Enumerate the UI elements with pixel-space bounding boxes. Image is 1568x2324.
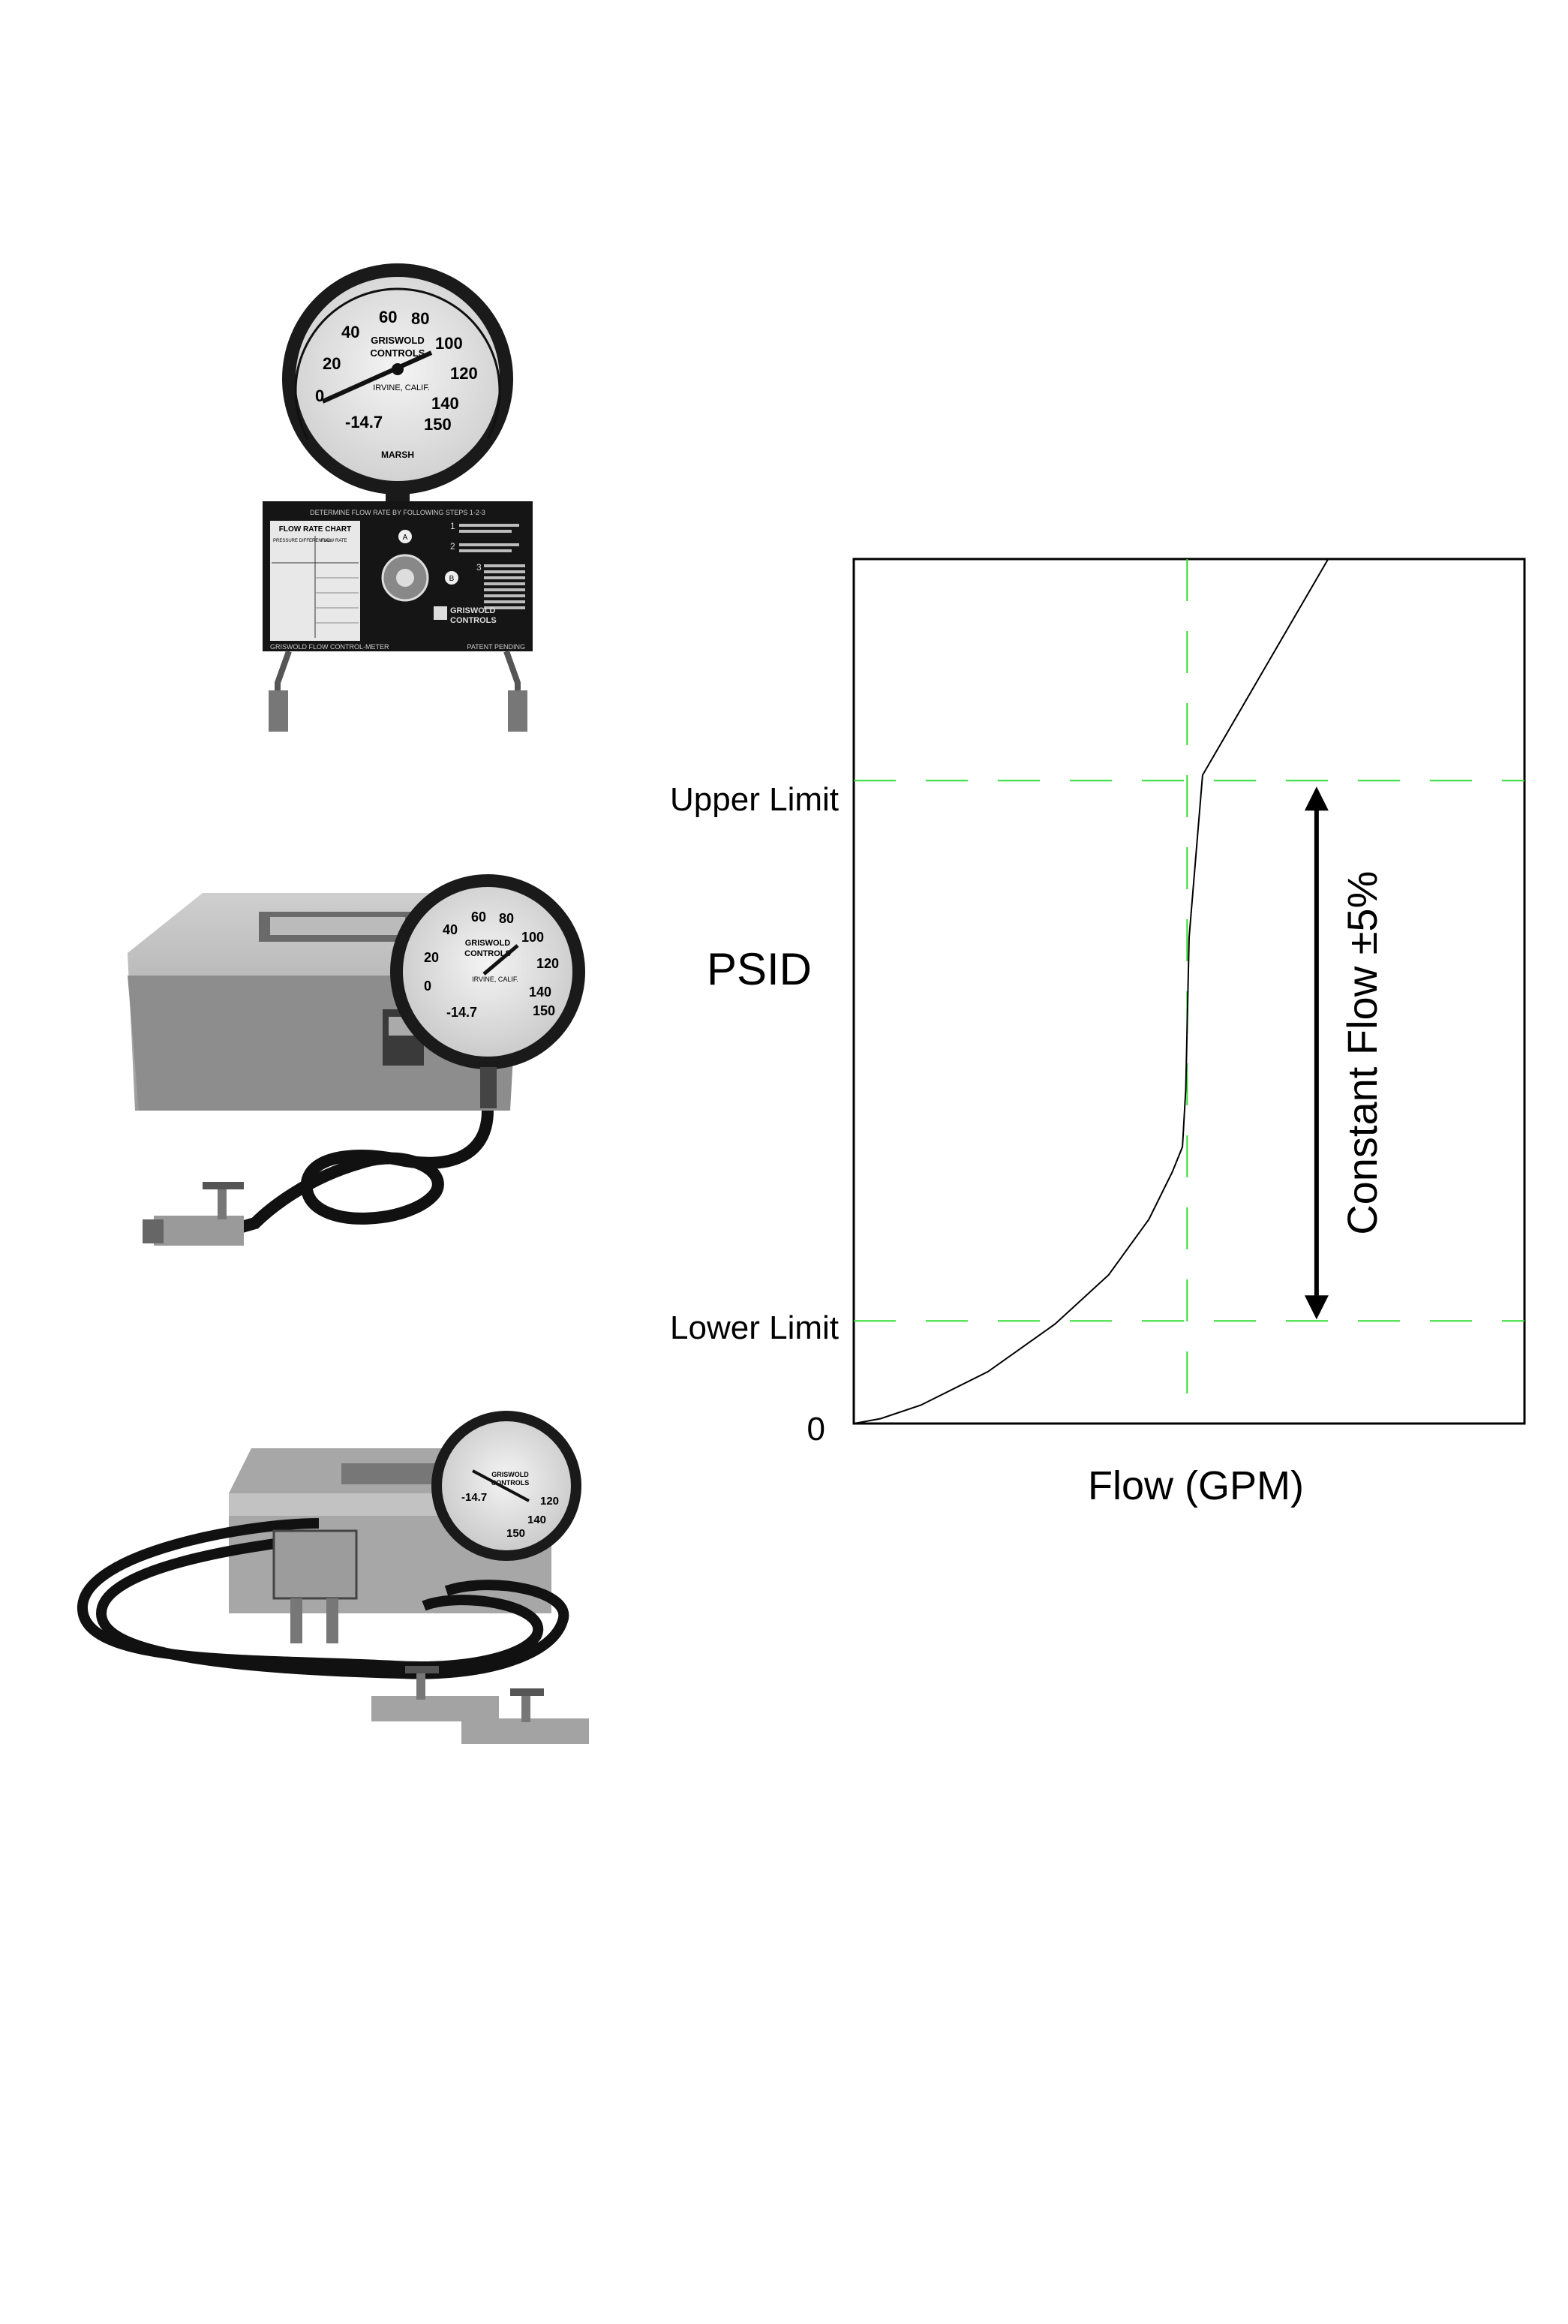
gauge-number: -14.7 xyxy=(345,413,383,431)
gauge-number: 100 xyxy=(521,930,544,945)
plot-frame xyxy=(852,558,1526,1425)
gauge-brand: CONTROLS xyxy=(371,347,425,359)
gauge-number: 150 xyxy=(424,415,452,434)
gauge-brand: GRISWOLD xyxy=(491,1471,529,1478)
y-tick-zero: 0 xyxy=(807,1411,825,1448)
gauge-number: 0 xyxy=(424,979,431,994)
gauge-number: 20 xyxy=(323,354,341,373)
y-axis-label: PSID xyxy=(707,944,812,994)
gauge-brand: GRISWOLD xyxy=(465,939,511,948)
panel-logo: CONTROLS xyxy=(450,616,497,625)
gauge-brand: GRISWOLD xyxy=(371,335,425,346)
valve-a-label: A xyxy=(403,534,408,542)
gauge-needle xyxy=(482,944,519,976)
hose xyxy=(77,1518,544,1672)
gauge-city: IRVINE, CALIF. xyxy=(472,976,518,983)
meter-case-single-hose-photo: 60 80 40 100 20 120 0 140 -14.7 150 GRIS… xyxy=(128,874,585,1246)
panel-logo: GRISWOLD xyxy=(450,606,496,615)
fitting xyxy=(269,690,288,732)
gauge-number: 120 xyxy=(536,956,559,971)
gauge-brand: CONTROLS xyxy=(464,949,511,958)
chart-card-col2: FLOW RATE xyxy=(321,539,347,543)
gauge-city: IRVINE, CALIF. xyxy=(373,383,430,392)
panel-heading: DETERMINE FLOW RATE BY FOLLOWING STEPS 1… xyxy=(310,509,485,516)
gauge-number: 60 xyxy=(379,308,397,326)
flow-curve xyxy=(853,558,1329,1424)
gauge-number: 140 xyxy=(527,1514,546,1526)
meter-panel-photo: 60 80 40 100 20 120 0 140 -14.7 150 GRIS… xyxy=(263,263,533,732)
gauge-maker: MARSH xyxy=(381,449,414,460)
gauge-needle xyxy=(472,1469,530,1502)
gauge-number: 150 xyxy=(506,1527,525,1540)
gauge-number: -14.7 xyxy=(446,1005,477,1020)
chart-card-title: FLOW RATE CHART xyxy=(279,525,351,534)
step-2: 2 xyxy=(450,541,455,552)
step-1: 1 xyxy=(450,521,455,531)
gauge-number: 150 xyxy=(533,1003,555,1018)
fitting xyxy=(508,690,527,732)
gauge-number: 60 xyxy=(471,909,486,924)
manifold xyxy=(272,1529,358,1600)
arrow-head-bottom xyxy=(1304,1295,1329,1320)
arrow-head-top xyxy=(1304,786,1329,811)
panel-footer-left: GRISWOLD FLOW CONTROL-METER xyxy=(270,643,389,651)
y-tick-upper-limit: Upper Limit xyxy=(670,781,839,818)
panel-footer-right: PATENT PENDING xyxy=(467,643,525,651)
meter-case-dual-hose-photo: GRISWOLD CONTROLS -14.7 120 140 150 xyxy=(77,1411,589,1744)
valve-fitting xyxy=(371,1696,499,1721)
gauge-number: -14.7 xyxy=(461,1491,487,1504)
valve-b-label: B xyxy=(449,575,455,583)
gauge-number: 140 xyxy=(431,394,459,413)
gauge-needle xyxy=(321,350,433,404)
constant-flow-annotation: Constant Flow ±5% xyxy=(1338,871,1386,1235)
hose xyxy=(95,1533,569,1679)
gauge-number: 100 xyxy=(435,334,463,353)
chart-card-col1: PRESSURE DIFFERENTIAL xyxy=(273,539,332,543)
gauge-number: 140 xyxy=(529,985,551,1000)
gauge-number: 40 xyxy=(341,323,359,341)
gauge-number: 120 xyxy=(450,364,478,383)
step-3: 3 xyxy=(476,562,482,573)
hose xyxy=(200,1110,494,1244)
gauge-number: 80 xyxy=(499,911,514,926)
gauge-number: 80 xyxy=(411,309,429,328)
gauge-number: 0 xyxy=(315,386,324,405)
gauge-number: 120 xyxy=(540,1495,559,1508)
valve-fitting xyxy=(461,1718,589,1744)
gauge-number: 40 xyxy=(443,922,458,937)
valve-fitting xyxy=(154,1216,244,1246)
gauge-number: 20 xyxy=(424,950,439,965)
x-axis-label: Flow (GPM) xyxy=(1088,1463,1304,1508)
gauge-brand: CONTROLS xyxy=(491,1479,530,1487)
y-tick-lower-limit: Lower Limit xyxy=(670,1309,839,1346)
